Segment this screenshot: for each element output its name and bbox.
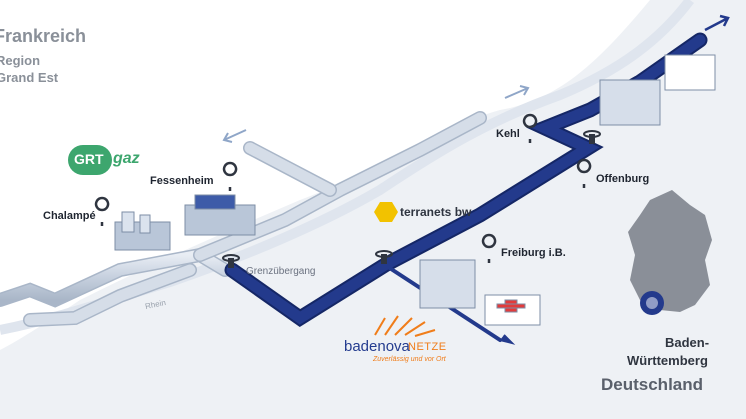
state-line-1: Baden- bbox=[665, 335, 710, 350]
grtgaz-logo-gaz: gaz bbox=[113, 150, 140, 167]
place-offenburg: Offenburg bbox=[596, 173, 650, 185]
badenova-tagline: Zuverlässig und vor Ort bbox=[373, 356, 446, 363]
country-france: Frankreich bbox=[0, 26, 87, 46]
location-pin-icon bbox=[522, 113, 538, 143]
place-chalampe: Chalampé bbox=[43, 210, 96, 222]
location-pin-icon bbox=[576, 158, 592, 188]
border-crossing-label: Grenzübergang bbox=[246, 266, 316, 277]
arrow-icon bbox=[499, 334, 516, 345]
valve-icon bbox=[375, 250, 393, 264]
arrow-icon bbox=[504, 85, 530, 99]
grtgaz-logo-grt: GRT bbox=[74, 151, 104, 167]
place-fessenheim: Fessenheim bbox=[150, 175, 214, 187]
place-kehl: Kehl bbox=[496, 128, 520, 140]
state-line-2: Württemberg bbox=[627, 353, 708, 368]
location-pin-icon bbox=[94, 196, 110, 226]
badenova-logo-main: badenova bbox=[344, 338, 410, 355]
germany-map-icon bbox=[628, 190, 712, 312]
arrow-icon bbox=[222, 129, 247, 143]
terranets-logo-text: terranets bw bbox=[400, 205, 472, 219]
terranets-logo-icon bbox=[374, 202, 398, 222]
kehl-plant bbox=[599, 54, 716, 126]
valve-icon bbox=[222, 254, 240, 268]
country-germany: Deutschland bbox=[601, 375, 704, 394]
region-line-2: Grand Est bbox=[0, 70, 59, 85]
region-line-1: Region bbox=[0, 53, 41, 68]
hospital-cross-icon bbox=[496, 303, 526, 309]
location-pin-icon bbox=[481, 233, 497, 263]
chalampe-plant bbox=[114, 211, 171, 251]
location-pin-icon bbox=[222, 161, 238, 191]
badenova-logo-icon bbox=[374, 315, 436, 337]
freiburg-buildings bbox=[419, 259, 541, 326]
land-france bbox=[0, 0, 650, 350]
grtgaz-logo: GRT bbox=[68, 145, 112, 175]
french-pipeline bbox=[0, 111, 487, 327]
badenova-logo-sub: NETZE bbox=[408, 341, 447, 353]
place-freiburg: Freiburg i.B. bbox=[501, 247, 566, 259]
arrow-icon bbox=[704, 14, 730, 32]
fessenheim-plant bbox=[184, 194, 256, 236]
valve-icon bbox=[583, 130, 601, 144]
